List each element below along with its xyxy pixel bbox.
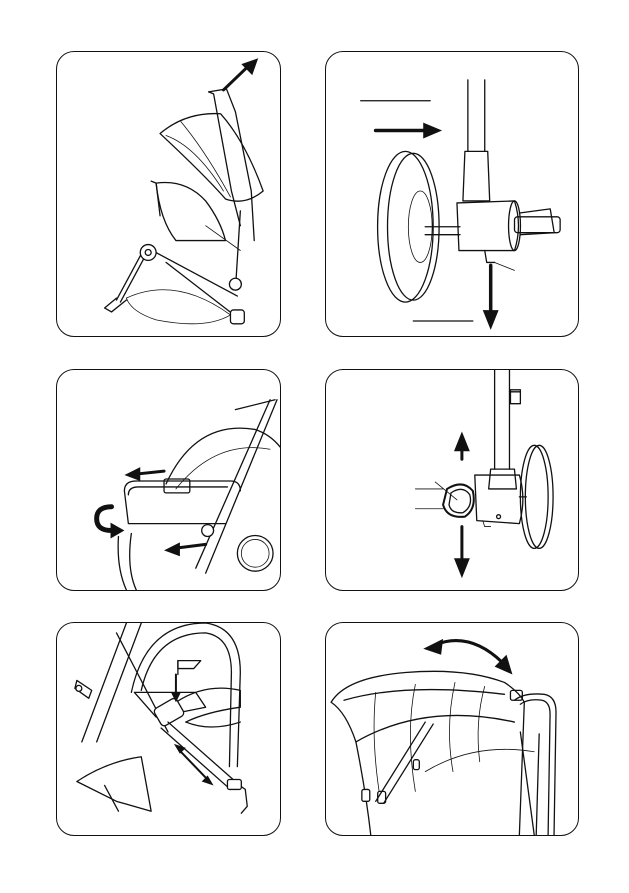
arrow-left-icon xyxy=(124,467,140,481)
rear-wheel-brake-illustration xyxy=(326,52,578,336)
arrow-up-right-icon xyxy=(241,58,258,75)
arrow-left-icon xyxy=(164,542,180,556)
arrow-up-icon xyxy=(454,431,470,451)
front-wheel-lock-illustration xyxy=(326,370,578,590)
illustration-panel-canopy-clip xyxy=(56,622,281,836)
stroller-side-illustration xyxy=(57,52,280,336)
illustration-panel-bumper-bar xyxy=(56,369,281,591)
illustration-panel-canopy-extend xyxy=(325,622,579,836)
arrow-down-icon xyxy=(483,310,499,330)
bumper-bar-illustration xyxy=(57,370,280,590)
arrow-right-icon xyxy=(423,123,442,139)
canopy-clip-illustration xyxy=(57,623,280,835)
illustration-panel-stroller-side xyxy=(56,51,281,337)
canopy-extend-illustration xyxy=(326,623,578,835)
arrow-down-icon xyxy=(454,558,470,578)
rotate-arrow-icon xyxy=(97,507,112,531)
curved-arrow-left-icon xyxy=(423,639,443,655)
illustration-panel-front-wheel-lock xyxy=(325,369,579,591)
illustration-panel-rear-wheel-brake xyxy=(325,51,579,337)
